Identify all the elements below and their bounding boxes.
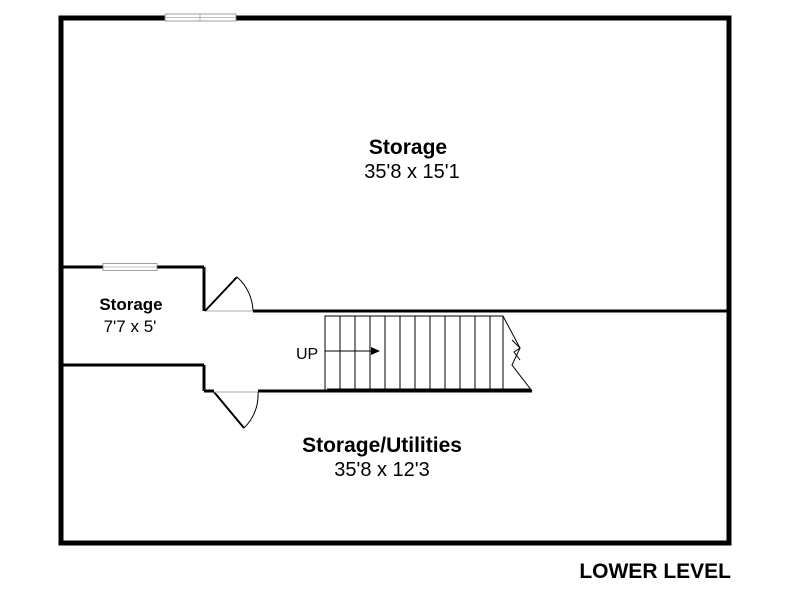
level-title: LOWER LEVEL (579, 560, 731, 583)
stair-up-label: UP (296, 346, 318, 363)
door-upper (204, 276, 254, 312)
interior-walls (61, 265, 729, 393)
room-storage-main-dims: 35'8 x 15'1 (364, 161, 460, 183)
window-top (164, 13, 237, 22)
door-lower (213, 391, 259, 429)
stair-up-arrow (325, 347, 380, 355)
room-storage-utilities-name: Storage/Utilities (302, 434, 462, 457)
room-storage-utilities-dims: 35'8 x 12'3 (334, 459, 430, 481)
room-storage-main-name: Storage (369, 136, 447, 159)
staircase (324, 315, 533, 392)
window-small-storage (102, 263, 158, 271)
room-storage-small-name: Storage (99, 295, 162, 314)
room-storage-small-dims: 7'7 x 5' (104, 317, 157, 336)
